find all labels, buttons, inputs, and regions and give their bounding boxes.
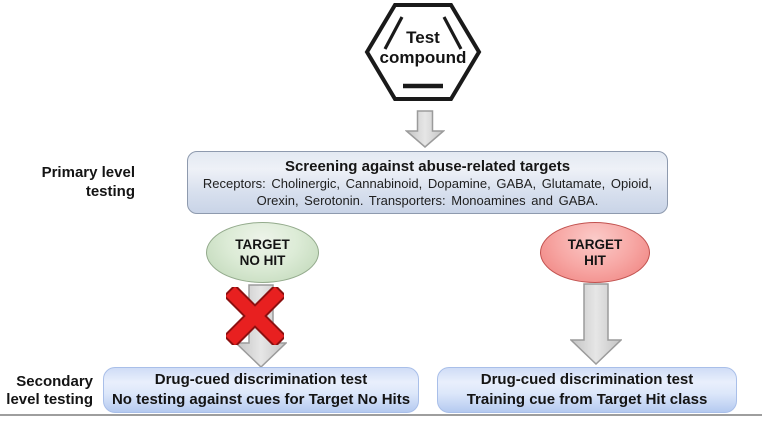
target-no-hit-line1: TARGET	[235, 236, 290, 252]
secondary-left-line1: Drug-cued discrimination test	[154, 371, 368, 388]
down-arrow-icon-right	[570, 283, 622, 365]
secondary-right-line2: Training cue from Target Hit class	[466, 391, 708, 408]
secondary-level-line2: level testing	[6, 391, 93, 408]
benzene-hexagon-icon	[364, 2, 482, 101]
secondary-level-line1: Secondary	[16, 373, 93, 390]
secondary-test-box-no-hit: Drug-cued discrimination test No testing…	[103, 367, 419, 413]
primary-level-line2: testing	[85, 183, 135, 200]
down-arrow-icon-top	[405, 110, 445, 148]
target-hit-oval: TARGET HIT	[540, 222, 650, 283]
test-compound-line2: compound	[379, 48, 467, 67]
secondary-right-line1: Drug-cued discrimination test	[480, 371, 694, 388]
secondary-test-box-hit: Drug-cued discrimination test Training c…	[437, 367, 737, 413]
target-hit-line2: HIT	[584, 252, 606, 268]
screening-title: Screening against abuse-related targets	[284, 158, 571, 175]
screening-body-line1: Receptors: Cholinergic, Cannabinoid, Dop…	[202, 176, 653, 191]
screening-body-line2: Orexin, Serotonin. Transporters: Monoami…	[256, 192, 599, 208]
figure-bottom-rule	[0, 414, 762, 416]
screening-box: Screening against abuse-related targets …	[187, 151, 668, 214]
test-compound-label: Test compound	[364, 28, 482, 68]
target-hit-line1: TARGET	[567, 236, 623, 252]
primary-level-label: Primary level testing	[15, 163, 135, 201]
test-compound-line1: Test	[406, 28, 440, 47]
target-no-hit-oval: TARGET NO HIT	[206, 222, 319, 283]
target-no-hit-line2: NO HIT	[239, 252, 286, 268]
red-x-icon	[226, 287, 284, 345]
primary-level-line1: Primary level	[41, 164, 135, 181]
secondary-left-line2: No testing against cues for Target No Hi…	[111, 391, 411, 408]
secondary-level-label: Secondary level testing	[0, 373, 93, 409]
